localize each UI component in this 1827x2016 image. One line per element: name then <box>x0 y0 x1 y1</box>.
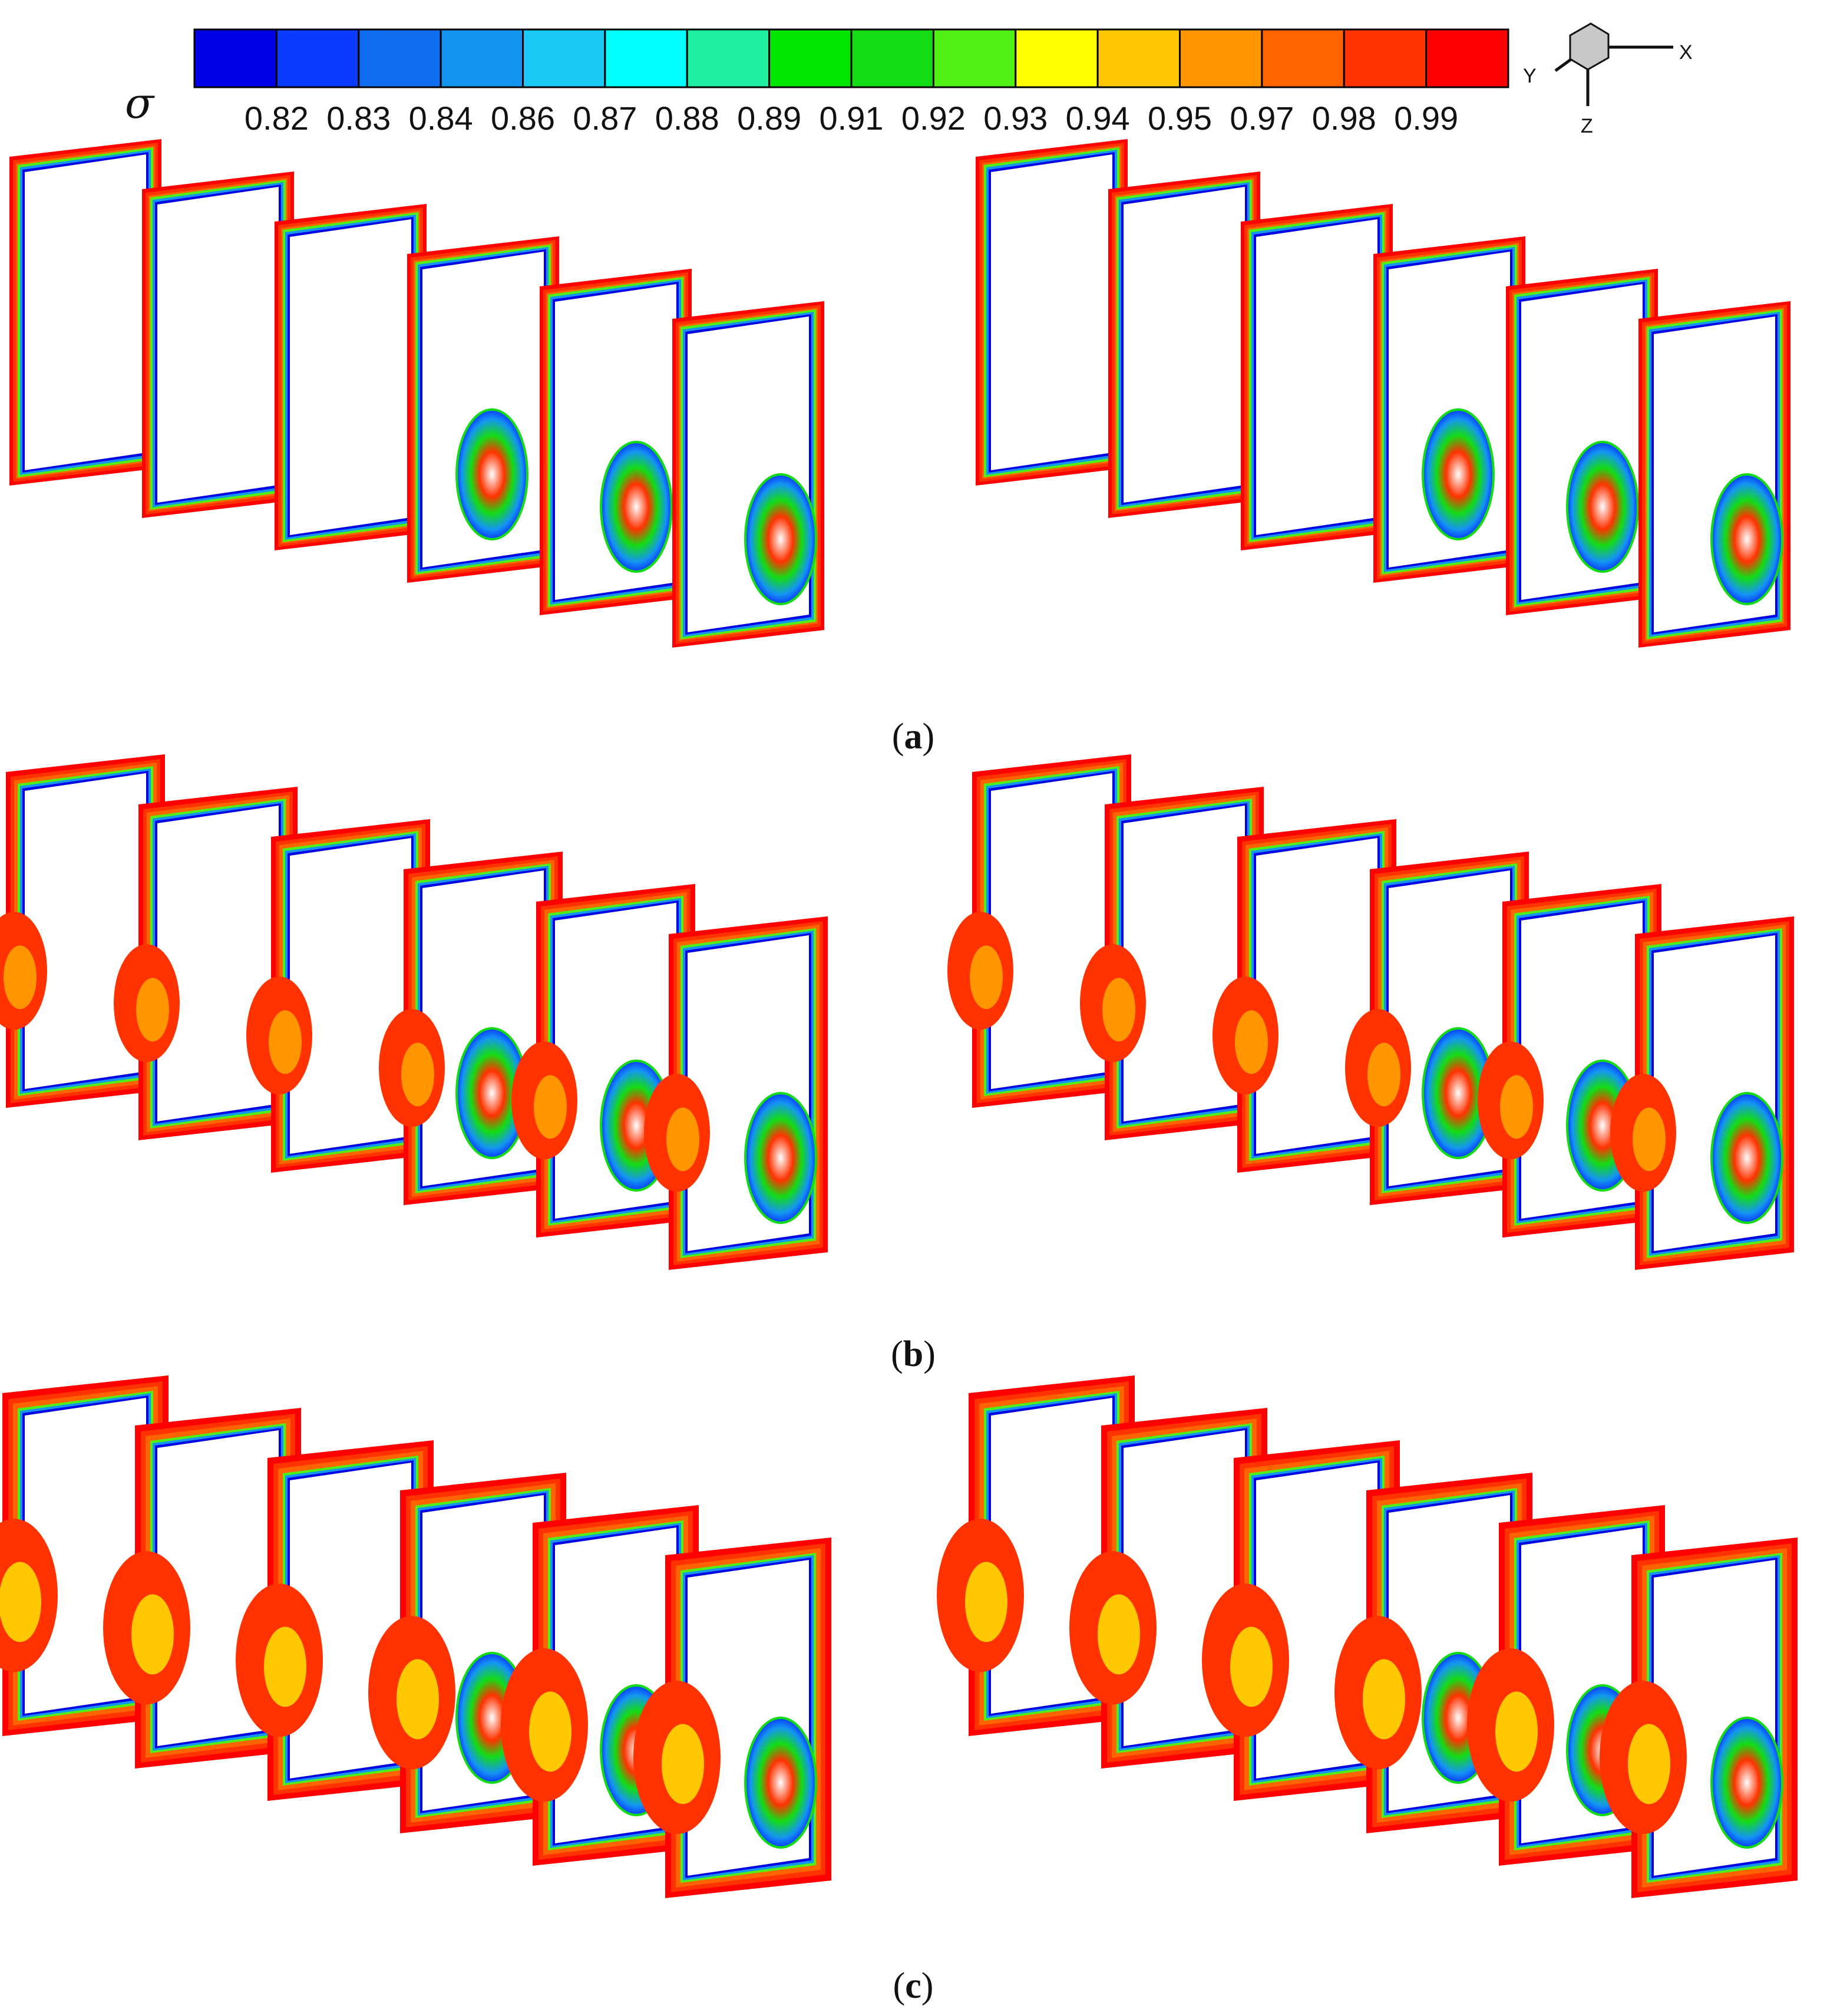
contour-bulge-core <box>970 945 1003 1009</box>
colorbar-tick-label: 0.94 <box>1066 100 1130 137</box>
colorbar-tick-label: 0.93 <box>983 100 1048 137</box>
contour-bulge-core <box>1102 978 1135 1042</box>
outlet-contour <box>600 441 673 573</box>
caption-b: (b) <box>891 1334 936 1374</box>
panel-c-view-2 <box>937 1375 1798 1898</box>
contour-bulge-core <box>534 1075 567 1139</box>
contour-bulge-core <box>529 1691 571 1772</box>
section-interior <box>25 154 146 470</box>
colorbar-segment <box>686 28 771 88</box>
contour-bulge-core <box>397 1659 439 1740</box>
outlet-contour <box>744 1092 817 1224</box>
section-interior <box>1256 219 1377 535</box>
contour-bulge-core <box>0 1562 41 1642</box>
caption-b-letter: b <box>903 1334 923 1374</box>
outlet-contour <box>1566 441 1639 573</box>
panel-b-view-2 <box>947 754 1794 1270</box>
colorbar-segment <box>1425 28 1509 88</box>
contour-bulge-core <box>131 1594 174 1675</box>
contour-bulge-core <box>4 945 37 1009</box>
colorbar-tick-label: 0.83 <box>326 100 391 137</box>
outlet-contour <box>744 473 817 605</box>
panel-b-view-1 <box>0 754 828 1270</box>
contour-bulge-core <box>1495 1691 1538 1772</box>
colorbar-segment <box>1096 28 1181 88</box>
colorbar-tick-label: 0.95 <box>1148 100 1212 137</box>
axis-z-label: Z <box>1581 115 1593 137</box>
axis-cube-icon <box>1569 22 1610 71</box>
contour-bulge-core <box>662 1724 704 1804</box>
sigma-symbol: σ <box>125 78 155 128</box>
colorbar-tick-label: 0.98 <box>1312 100 1376 137</box>
section-interior <box>1124 187 1245 503</box>
axis-x-label: X <box>1679 41 1693 64</box>
colorbar-segment <box>1015 28 1099 88</box>
contour-bulge-core <box>1500 1075 1533 1139</box>
contour-bulge-core <box>666 1107 699 1172</box>
colorbar-segment <box>932 28 1017 88</box>
caption-a: (a) <box>892 717 934 757</box>
contour-bulge-core <box>1628 1724 1670 1804</box>
colorbar: 0.82 0.83 0.84 0.86 0.87 0.88 0.89 0.91 0.92 0.93… <box>193 28 1509 137</box>
section-interior <box>991 154 1112 470</box>
colorbar-tick-label: 0.92 <box>901 100 966 137</box>
contour-bulge-core <box>269 1010 302 1074</box>
colorbar-segment <box>1261 28 1345 88</box>
outlet-contour <box>1710 473 1783 605</box>
contour-bulge-core <box>1363 1659 1405 1740</box>
section-interior <box>290 219 411 535</box>
colorbar-tick-label: 0.87 <box>573 100 637 137</box>
contour-bulge-core <box>1633 1107 1666 1172</box>
colorbar-segment <box>1343 28 1428 88</box>
colorbar-tick-label: 0.82 <box>245 100 309 137</box>
axis-triad: X Y Z <box>1523 22 1693 137</box>
panel-a-view-1 <box>9 139 824 648</box>
colorbar-tick-label: 0.84 <box>409 100 473 137</box>
outlet-contour <box>1710 1717 1783 1849</box>
colorbar-segment <box>850 28 934 88</box>
colorbar-segment <box>604 28 688 88</box>
contour-bulge-core <box>264 1626 306 1707</box>
contour-bulge-core <box>1098 1594 1140 1675</box>
caption-c-letter: c <box>905 1966 921 2006</box>
colorbar-segment <box>768 28 853 88</box>
contour-bulge-core <box>1235 1010 1268 1074</box>
outlet-contour <box>744 1717 817 1849</box>
colorbar-segment <box>522 28 606 88</box>
outlet-contour <box>1422 408 1495 540</box>
section-interior <box>157 187 279 503</box>
colorbar-segment <box>440 28 524 88</box>
colorbar-segment <box>275 28 360 88</box>
colorbar-tick-label: 0.97 <box>1230 100 1294 137</box>
colorbar-tick-label: 0.89 <box>737 100 801 137</box>
colorbar-segment <box>358 28 442 88</box>
panel-c-view-1 <box>0 1375 831 1898</box>
panel-a-view-2 <box>976 139 1790 648</box>
colorbar-tick-label: 0.88 <box>655 100 719 137</box>
panels <box>0 139 1798 1898</box>
contour-bulge-core <box>1230 1626 1273 1707</box>
axis-y-label: Y <box>1523 65 1537 87</box>
contour-bulge-core <box>136 978 169 1042</box>
contour-bulge-core <box>401 1042 434 1107</box>
outlet-contour <box>1710 1092 1783 1224</box>
caption-a-letter: a <box>904 717 923 757</box>
contour-bulge-core <box>1367 1042 1400 1107</box>
colorbar-tick-label: 0.99 <box>1394 100 1458 137</box>
contour-bulge-core <box>965 1562 1007 1642</box>
colorbar-tick-label: 0.86 <box>491 100 555 137</box>
colorbar-tick-label: 0.91 <box>820 100 884 137</box>
colorbar-segment <box>1179 28 1263 88</box>
outlet-contour <box>455 408 528 540</box>
caption-c: (c) <box>893 1966 934 2006</box>
colorbar-segment <box>193 28 277 88</box>
